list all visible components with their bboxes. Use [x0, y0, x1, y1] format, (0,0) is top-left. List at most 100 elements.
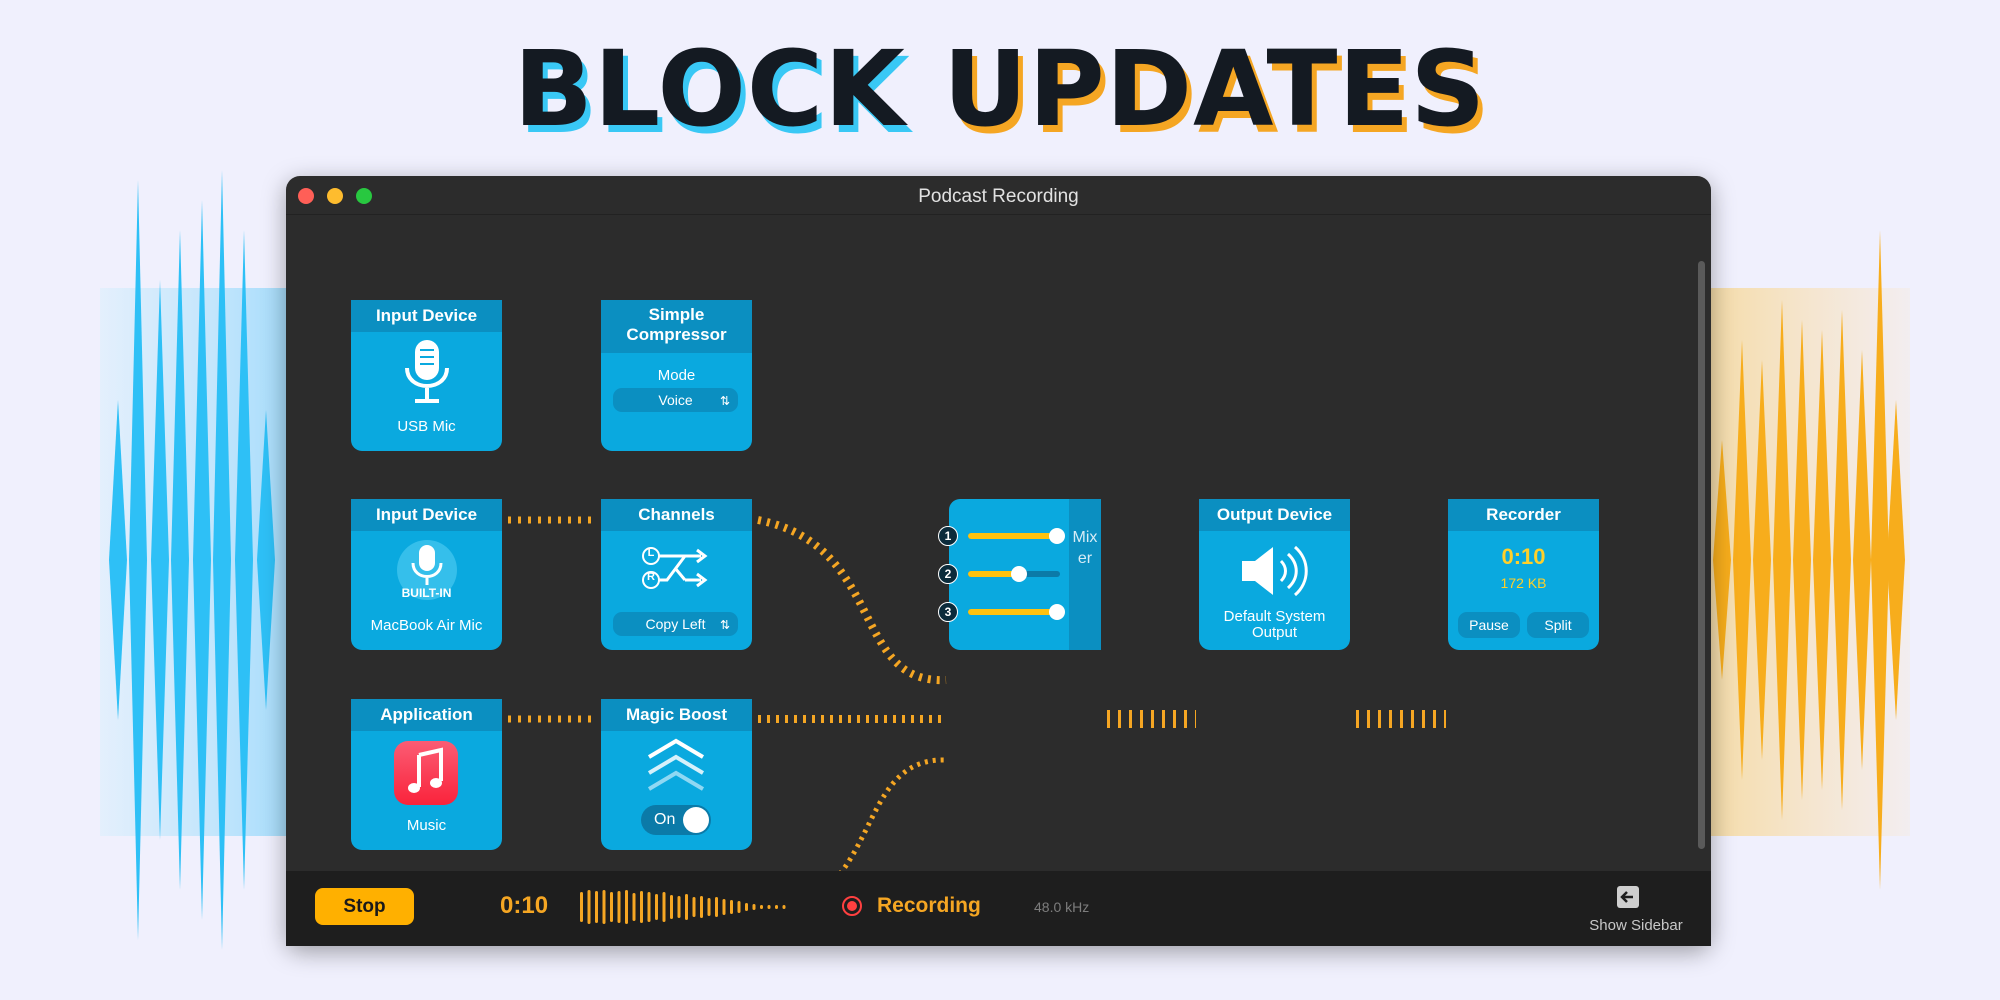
recorder-block[interactable]: Recorder 0:10 172 KB Pause Split: [1448, 499, 1599, 650]
zoom-window-button[interactable]: [356, 188, 372, 204]
mixer-channel-2-number: 2: [938, 564, 958, 584]
waveform-spike: [1793, 320, 1811, 800]
recorder-time: 0:10: [1501, 544, 1546, 569]
waveform-spike: [171, 230, 189, 890]
wire-compressor-to-mixer-1: [757, 516, 947, 685]
block-header: Magic Boost: [601, 699, 752, 731]
title-bar: Podcast Recording: [286, 176, 1711, 215]
meter-bar: [752, 904, 756, 910]
toggle-knob: [683, 807, 709, 833]
stop-button[interactable]: Stop: [315, 888, 414, 925]
elapsed-time: 0:10: [500, 892, 549, 919]
selected-channel-mode: Copy Left: [645, 616, 706, 632]
waveform-spike: [1773, 300, 1791, 820]
output-device-name: Default System Output: [1199, 609, 1350, 641]
output-device-block[interactable]: Output Device Default System Output: [1199, 499, 1350, 650]
compressor-mode-select[interactable]: Voice ⇅: [613, 388, 738, 412]
meter-bar: [677, 896, 681, 918]
built-in-badge: BUILT-IN: [401, 586, 452, 600]
waveform-spike: [257, 410, 275, 710]
level-meter: [580, 890, 786, 924]
application-block[interactable]: Application Music: [351, 699, 502, 850]
music-app-icon: [394, 741, 458, 805]
show-sidebar-button[interactable]: Show Sidebar: [1589, 917, 1683, 934]
close-window-button[interactable]: [298, 188, 314, 204]
sample-rate: 48.0 kHz: [1034, 899, 1090, 915]
meter-bar: [760, 905, 763, 909]
channel-mode-select[interactable]: Copy Left ⇅: [613, 612, 738, 636]
block-canvas: Input Device USB Mic Simple Compressor M…: [286, 215, 1711, 922]
mixer-channel-3-slider[interactable]: [968, 604, 1066, 620]
mixer-channel-2-slider[interactable]: [968, 566, 1060, 582]
right-channel-marker: R: [647, 571, 655, 583]
pause-button[interactable]: Pause: [1458, 612, 1520, 638]
meter-bar: [685, 894, 688, 920]
meter-bar: [625, 890, 628, 924]
slider-knob[interactable]: [1049, 528, 1066, 544]
waveform-spike: [1853, 350, 1871, 770]
block-header: Input Device: [351, 300, 502, 332]
meter-bar: [647, 892, 651, 922]
meter-bar: [655, 894, 658, 920]
block-header-line-2: Compressor: [626, 325, 727, 344]
input-device-builtin-block[interactable]: Input Device BUILT-IN MacBook Air Mic: [351, 499, 502, 650]
waveform-spike: [1833, 310, 1851, 810]
headline-word-2: UPDATES: [943, 28, 1487, 150]
meter-bar: [715, 897, 718, 917]
block-header: Input Device: [351, 499, 502, 531]
waveform-spike: [1871, 230, 1889, 890]
waveform-spike: [213, 170, 231, 950]
split-button[interactable]: Split: [1527, 612, 1589, 638]
device-name: USB Mic: [397, 418, 456, 435]
device-name: MacBook Air Mic: [370, 617, 483, 634]
waveform-spike: [1713, 440, 1731, 680]
recorder-file-size: 172 KB: [1500, 575, 1547, 591]
input-device-usb-block[interactable]: Input Device USB Mic: [351, 300, 502, 451]
meter-bar: [632, 893, 636, 921]
meter-bar: [775, 905, 778, 909]
block-header: Recorder: [1448, 499, 1599, 531]
channels-block[interactable]: Channels L R Copy Left ⇅: [601, 499, 752, 650]
up-down-chevron-icon: ⇅: [719, 394, 730, 408]
channel-routing-icon: [642, 547, 708, 589]
slider-fill: [968, 571, 1019, 577]
meter-bar: [587, 890, 591, 924]
app-name: Music: [406, 817, 447, 834]
selected-mode: Voice: [658, 392, 693, 408]
show-sidebar-icon[interactable]: [1617, 886, 1641, 908]
vertical-scrollbar[interactable]: [1698, 261, 1705, 849]
toggle-label: On: [654, 811, 676, 828]
recording-indicator-icon: [842, 896, 862, 916]
slider-fill: [968, 609, 1058, 615]
recording-status: Recording: [877, 894, 981, 917]
mixer-channel-3-number: 3: [938, 602, 958, 622]
output-device-line-1: Default System: [1223, 608, 1326, 625]
slider-knob[interactable]: [1049, 604, 1066, 620]
meter-bar: [745, 903, 748, 911]
magic-boost-block[interactable]: Magic Boost On: [601, 699, 752, 850]
simple-compressor-block[interactable]: Simple Compressor Mode Voice ⇅: [601, 300, 752, 451]
minimize-window-button[interactable]: [327, 188, 343, 204]
mixer-label: Mixer: [1072, 529, 1098, 567]
meter-bar: [767, 905, 771, 909]
waveform-spike: [1813, 330, 1831, 790]
meter-bar: [617, 891, 621, 923]
magic-boost-toggle[interactable]: On: [641, 805, 711, 835]
meter-bar: [595, 891, 598, 923]
meter-bar: [692, 897, 696, 917]
output-device-line-2: Output: [1251, 624, 1298, 641]
meter-bar: [782, 905, 786, 909]
waveform-spike: [109, 400, 127, 720]
meter-bar: [670, 895, 673, 919]
block-header-line-1: Simple: [648, 305, 705, 324]
meter-bar: [640, 891, 643, 923]
waveform-spike: [129, 180, 147, 940]
slider-knob[interactable]: [1010, 566, 1027, 582]
mixer-side-panel: Mixer: [1069, 499, 1101, 650]
transport-bar: Stop 0:10 Recording 48.0 kHz Show Sideba…: [286, 871, 1711, 946]
mixer-block[interactable]: Mixer 1 2 3: [938, 499, 1101, 650]
microphone-icon: [405, 340, 449, 403]
mixer-channel-1-slider[interactable]: [968, 528, 1066, 544]
window-title: Podcast Recording: [918, 186, 1079, 207]
